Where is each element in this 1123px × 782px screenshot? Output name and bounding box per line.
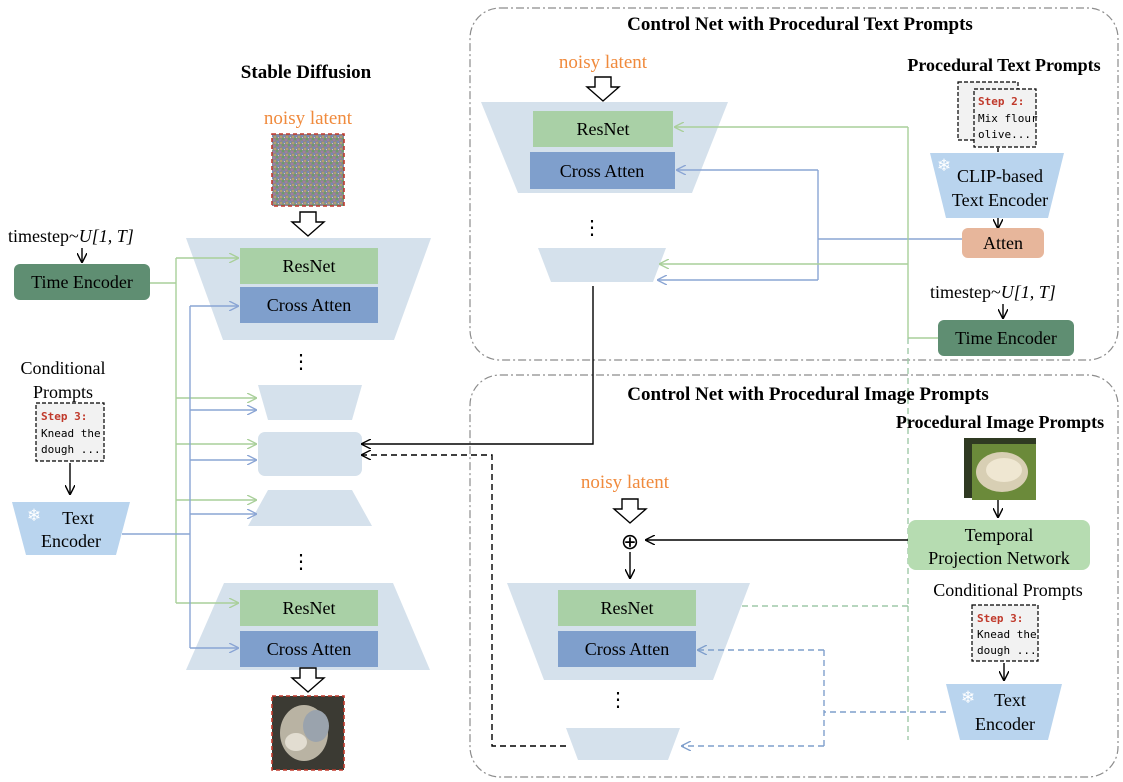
procedural-image-prompt xyxy=(964,438,1036,500)
control-text-atten-lines xyxy=(658,170,962,280)
control-image-note-line2: dough ... xyxy=(977,644,1037,657)
control-image-note-step: Step 3: xyxy=(977,612,1023,625)
sd-cross-atten-block-bottom xyxy=(240,631,378,667)
temporal-projection-network xyxy=(908,520,1090,570)
control-image-text-encoder xyxy=(946,684,1062,740)
control-text-snowflake-icon: ❄ xyxy=(937,156,951,175)
control-image-snowflake-icon: ❄ xyxy=(961,688,975,707)
temporal-projection-label-1: Temporal xyxy=(965,525,1034,545)
sd-cross-atten-label-bottom: Cross Atten xyxy=(267,639,352,659)
sd-noisy-latent-label: noisy latent xyxy=(264,108,353,129)
left-text-encoder-label-2: Encoder xyxy=(41,531,101,551)
sd-encoder-small xyxy=(258,385,362,420)
control-text-resnet-label: ResNet xyxy=(577,119,630,139)
control-image-noisy-latent: noisy latent xyxy=(581,472,670,493)
sd-resnet-label-bottom: ResNet xyxy=(283,598,336,618)
left-snowflake-icon: ❄ xyxy=(27,506,41,525)
control-image-title: Control Net with Procedural Image Prompt… xyxy=(627,384,988,405)
control-text-clip-encoder xyxy=(930,153,1064,218)
left-step-note-line2: dough ... xyxy=(41,443,101,456)
control-text-output-line xyxy=(362,286,594,444)
control-image-resnet-block xyxy=(558,590,696,626)
text-conditioning-lines xyxy=(122,306,256,648)
control-image-output-line xyxy=(362,455,566,747)
sd-output-frame-image xyxy=(271,695,345,771)
control-text-note xyxy=(973,88,1037,148)
control-text-time-encoder-label: Time Encoder xyxy=(955,328,1057,348)
control-image-step-note xyxy=(971,604,1039,662)
sd-decoder-small xyxy=(248,490,372,526)
control-text-down-arrow xyxy=(585,76,621,102)
control-image-plus-icon: ⊕ xyxy=(621,529,639,554)
control-net-text-region xyxy=(469,7,1119,361)
left-conditional-label-1: Conditional xyxy=(21,358,106,378)
control-text-prompts-title: Procedural Text Prompts xyxy=(907,55,1100,75)
control-text-clip-label-2: Text Encoder xyxy=(952,190,1048,210)
left-text-encoder-label-1: Text xyxy=(62,508,94,528)
left-text-encoder xyxy=(12,502,130,555)
control-text-timestep-label: timestep~U[1, T] xyxy=(930,282,1056,302)
control-text-note-step: Step 2: xyxy=(978,95,1024,108)
sd-resnet-block-bottom xyxy=(240,590,378,626)
left-time-encoder-label: Time Encoder xyxy=(31,272,133,292)
control-image-resnet-label: ResNet xyxy=(601,598,654,618)
control-text-note-line1: Mix flour xyxy=(978,112,1038,125)
control-text-atten-block xyxy=(962,228,1044,258)
control-image-cross-atten-block xyxy=(558,631,696,667)
control-text-cross-atten-label: Cross Atten xyxy=(560,161,645,181)
left-step-note-line1: Knead the xyxy=(41,427,101,440)
control-text-cross-atten-block xyxy=(530,152,675,189)
sd-cross-atten-block-top xyxy=(240,287,378,323)
control-image-prompts-title: Procedural Image Prompts xyxy=(896,412,1104,432)
temporal-projection-label-2: Projection Network xyxy=(928,548,1069,568)
sd-noisy-latent-image xyxy=(271,133,345,207)
control-text-note-line2: olive... xyxy=(978,128,1031,141)
control-image-cross-atten-label: Cross Atten xyxy=(585,639,670,659)
control-text-atten-label: Atten xyxy=(983,233,1023,253)
control-net-image-region xyxy=(469,374,1119,778)
left-time-encoder xyxy=(14,264,150,300)
control-image-small-encoder xyxy=(566,728,680,760)
control-text-dots: ⋮ xyxy=(582,217,602,239)
sd-middle-block xyxy=(258,432,362,476)
control-image-text-encoder-label-1: Text xyxy=(994,690,1026,710)
control-image-down-arrow xyxy=(612,498,648,524)
left-timestep-label: timestep~U[1, T] xyxy=(8,226,134,246)
control-text-small-encoder xyxy=(538,248,666,282)
control-image-dots: ⋮ xyxy=(608,689,628,711)
control-image-text-lines xyxy=(682,650,946,746)
sd-resnet-block-top xyxy=(240,248,378,284)
control-text-resnet-block xyxy=(533,111,673,147)
sd-down-arrow-top xyxy=(290,211,326,237)
left-conditional-label-2: Prompts xyxy=(33,382,93,402)
left-step-note xyxy=(35,402,105,462)
stable-diffusion-title: Stable Diffusion xyxy=(241,62,372,83)
left-step-note-step: Step 3: xyxy=(41,410,87,423)
control-image-note-line1: Knead the xyxy=(977,628,1037,641)
control-image-text-encoder-label-2: Encoder xyxy=(975,714,1035,734)
control-text-clip-label-1: CLIP-based xyxy=(957,166,1043,186)
sd-dots-bottom: ⋮ xyxy=(291,551,311,573)
sd-cross-atten-label-top: Cross Atten xyxy=(267,295,352,315)
sd-down-arrow-bottom xyxy=(290,667,326,693)
control-text-noisy-latent: noisy latent xyxy=(559,52,648,73)
control-text-title: Control Net with Procedural Text Prompts xyxy=(627,14,973,35)
control-text-time-lines xyxy=(660,127,938,339)
control-text-time-encoder xyxy=(938,320,1074,356)
sd-resnet-label-top: ResNet xyxy=(283,256,336,276)
control-image-conditional-label: Conditional Prompts xyxy=(933,580,1083,600)
sd-dots-top: ⋮ xyxy=(291,351,311,373)
